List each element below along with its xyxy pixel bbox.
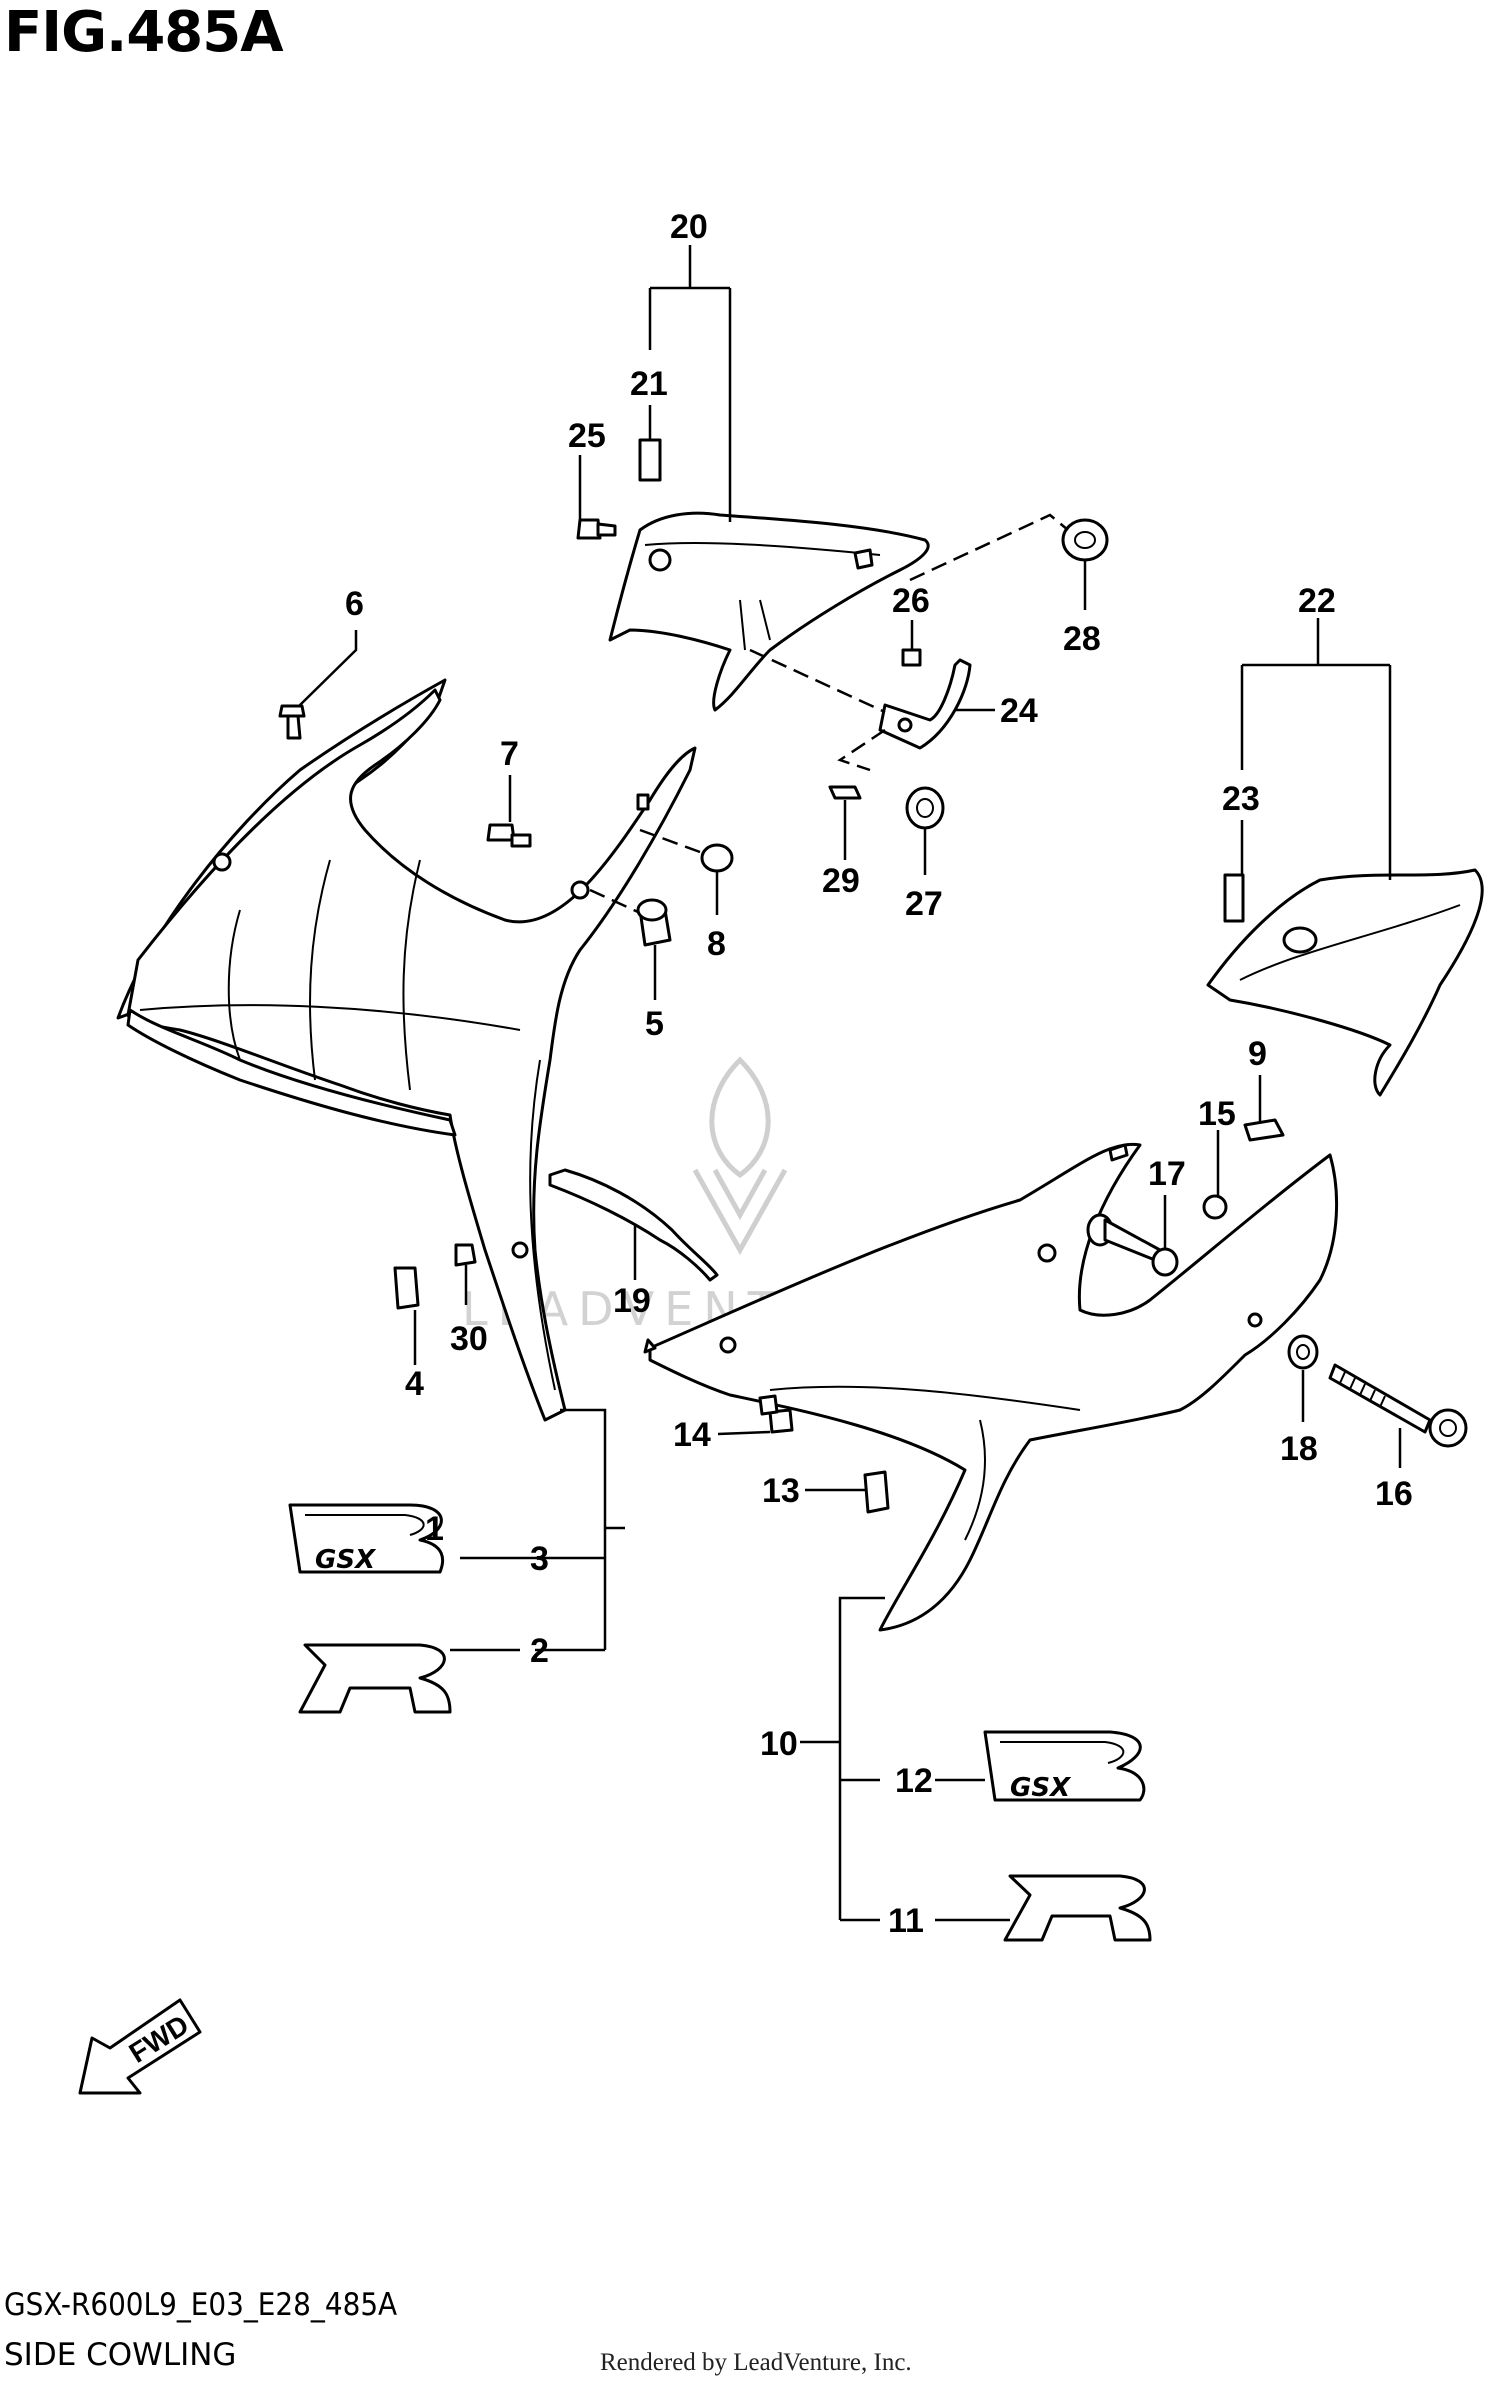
callout-1[interactable]: 1 [425, 1510, 444, 1548]
label-9[interactable] [1243, 1118, 1285, 1142]
callout-21[interactable]: 21 [630, 365, 668, 403]
trim-strip-19[interactable] [548, 1168, 719, 1282]
callout-22[interactable]: 22 [1298, 582, 1336, 620]
decal-12[interactable]: GSX [983, 1730, 1146, 1803]
callout-28[interactable]: 28 [1063, 620, 1101, 658]
callout-5[interactable]: 5 [645, 1005, 664, 1043]
bracket-24[interactable] [878, 658, 972, 750]
label-21[interactable] [638, 438, 662, 482]
callout-17[interactable]: 17 [1148, 1155, 1186, 1193]
decal-12-gsx: GSX [1010, 1773, 1072, 1803]
callout-10[interactable]: 10 [760, 1725, 798, 1763]
callout-8[interactable]: 8 [707, 925, 726, 963]
callout-7[interactable]: 7 [500, 735, 519, 773]
nut-8[interactable] [700, 843, 734, 873]
pad-29[interactable] [828, 785, 862, 800]
callout-labels: 1 2 3 4 5 6 7 8 9 10 11 12 13 14 15 16 1… [345, 208, 1413, 1940]
grommet-27[interactable] [905, 786, 945, 830]
callout-30[interactable]: 30 [450, 1320, 488, 1358]
model-code: GSX-R600L9_E03_E28_485A [4, 2287, 398, 2323]
callout-20[interactable]: 20 [670, 208, 708, 246]
label-23[interactable] [1223, 873, 1245, 923]
callout-9[interactable]: 9 [1248, 1035, 1267, 1073]
decal-2[interactable] [298, 1643, 452, 1714]
clip-30[interactable] [454, 1243, 477, 1267]
nut-15[interactable] [1202, 1194, 1228, 1220]
fwd-arrow: FWD [78, 1998, 202, 2095]
screw-7[interactable] [486, 823, 532, 848]
screw-26[interactable] [901, 648, 922, 667]
air-duct-20[interactable] [608, 511, 930, 712]
callout-2[interactable]: 2 [530, 1632, 549, 1670]
callout-12[interactable]: 12 [895, 1762, 933, 1800]
leader-lines [299, 245, 1402, 1922]
spacer-17[interactable] [1086, 1213, 1179, 1277]
callout-26[interactable]: 26 [892, 582, 930, 620]
clip-13[interactable] [863, 1470, 890, 1514]
callout-15[interactable]: 15 [1198, 1095, 1236, 1133]
decal-3[interactable]: GSX [288, 1503, 444, 1575]
callout-19[interactable]: 19 [613, 1282, 651, 1320]
callout-18[interactable]: 18 [1280, 1430, 1318, 1468]
callout-23[interactable]: 23 [1222, 780, 1260, 818]
callout-11[interactable]: 11 [888, 1902, 924, 1940]
callout-29[interactable]: 29 [822, 862, 860, 900]
callout-24[interactable]: 24 [1000, 692, 1038, 730]
side-cowling-lower[interactable] [643, 1142, 1339, 1632]
callout-25[interactable]: 25 [568, 417, 606, 455]
side-cover-22[interactable] [1206, 868, 1484, 1097]
washer-18[interactable] [1287, 1334, 1319, 1370]
side-cowling-upper[interactable] [116, 678, 697, 1422]
callout-16[interactable]: 16 [1375, 1475, 1413, 1513]
callout-14[interactable]: 14 [673, 1416, 711, 1454]
screw-6[interactable] [278, 704, 306, 740]
render-credit: Rendered by LeadVenture, Inc. [600, 2349, 912, 2376]
figure-title: FIG.485A [4, 0, 284, 65]
section-name: SIDE COWLING [4, 2337, 237, 2373]
clip-4[interactable] [393, 1266, 420, 1310]
callout-27[interactable]: 27 [905, 885, 943, 923]
grommet-5[interactable] [636, 898, 672, 947]
screw-25[interactable] [576, 518, 617, 540]
grommet-28[interactable] [1061, 518, 1109, 562]
callout-6[interactable]: 6 [345, 585, 364, 623]
decal-3-gsx: GSX [315, 1545, 377, 1575]
screw-14[interactable] [758, 1394, 794, 1434]
callout-4[interactable]: 4 [405, 1365, 424, 1403]
callout-3[interactable]: 3 [530, 1540, 549, 1578]
decal-11[interactable] [1003, 1874, 1152, 1942]
bolt-16[interactable] [1328, 1363, 1468, 1448]
callout-13[interactable]: 13 [762, 1472, 800, 1510]
